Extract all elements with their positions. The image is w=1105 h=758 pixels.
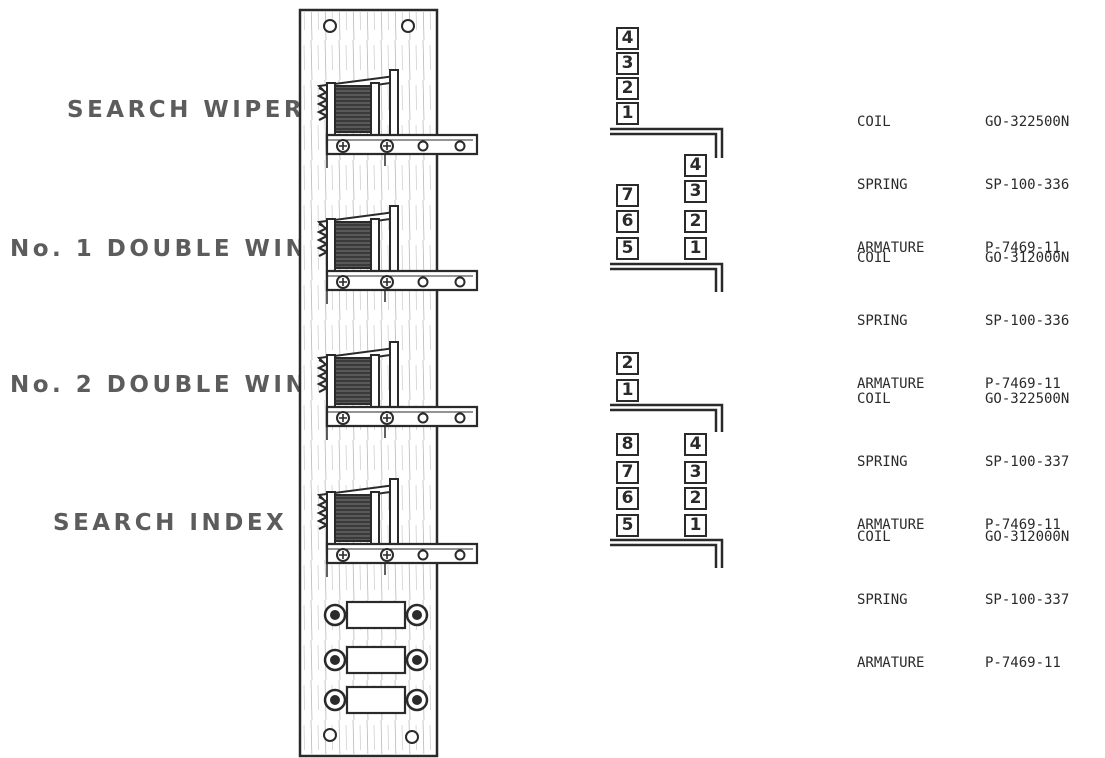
spec-block-double-win-1: COIL GO-312000N SPRING SP-100-336 ARMATURE… [857, 206, 1069, 416]
armature-part: P-7469-11 [985, 517, 1061, 533]
contact-number: 1 [616, 379, 639, 402]
relay-label-double-win-1: No. 1 DOUBLE WIN [10, 236, 309, 262]
coil-part: GO-322500N [985, 114, 1070, 130]
contact-number: 4 [684, 433, 707, 456]
contact-number: 4 [684, 154, 707, 177]
contact-number: 8 [616, 433, 639, 456]
contact-number: 6 [616, 487, 639, 510]
relay-double-win-2 [317, 340, 479, 442]
coil-label: COIL [857, 250, 891, 266]
contact-number: 1 [684, 237, 707, 260]
coil-label: COIL [857, 391, 891, 407]
mounting-hole [401, 19, 415, 33]
relay-search-wiper [317, 68, 479, 170]
relay-search-index [317, 477, 479, 579]
contact-number: 2 [684, 487, 707, 510]
resistor [323, 600, 429, 630]
resistor [323, 645, 429, 675]
mounting-hole [405, 730, 419, 744]
contact-number: 7 [616, 461, 639, 484]
armature-part: P-7469-11 [985, 655, 1061, 671]
spring-label: SPRING [857, 454, 908, 470]
armature-label: ARMATURE [857, 240, 925, 256]
contact-number: 2 [684, 210, 707, 233]
contact-number: 2 [616, 352, 639, 375]
spring-part: SP-100-336 [985, 177, 1070, 193]
mounting-hole [323, 728, 337, 742]
armature-label: ARMATURE [857, 376, 925, 392]
spec-block-search-index: COIL GO-312000N SPRING SP-100-337 ARMATURE… [857, 485, 1069, 695]
contact-number: 3 [684, 180, 707, 203]
contact-number: 5 [616, 514, 639, 537]
contact-number: 3 [616, 52, 639, 75]
relay-label-search-wiper: SEARCH WIPER [67, 97, 306, 123]
armature-label: ARMATURE [857, 517, 925, 533]
coil-label: COIL [857, 529, 891, 545]
coil-label: COIL [857, 114, 891, 130]
coil-part: GO-312000N [985, 529, 1070, 545]
armature-part: P-7469-11 [985, 376, 1061, 392]
contact-number: 3 [684, 461, 707, 484]
spec-block-search-wiper: COIL GO-322500N SPRING SP-100-336 ARMATURE… [857, 70, 1069, 280]
mounting-hole [323, 19, 337, 33]
contact-number: 1 [616, 102, 639, 125]
contact-brackets [610, 127, 724, 568]
coil-part: GO-322500N [985, 391, 1070, 407]
relay-double-win-1 [317, 204, 479, 306]
spring-part: SP-100-337 [985, 454, 1070, 470]
spring-part: SP-100-337 [985, 592, 1070, 608]
spec-block-double-win-2: COIL GO-322500N SPRING SP-100-337 ARMATURE… [857, 347, 1069, 557]
contact-number: 6 [616, 210, 639, 233]
spring-label: SPRING [857, 313, 908, 329]
resistor [323, 685, 429, 715]
spring-part: SP-100-336 [985, 313, 1070, 329]
spring-label: SPRING [857, 592, 908, 608]
contact-number: 4 [616, 27, 639, 50]
coil-part: GO-312000N [985, 250, 1070, 266]
contact-number: 1 [684, 514, 707, 537]
contact-number: 7 [616, 184, 639, 207]
relay-label-search-index: SEARCH INDEX [53, 510, 288, 536]
armature-part: P-7469-11 [985, 240, 1061, 256]
armature-label: ARMATURE [857, 655, 925, 671]
contact-number: 5 [616, 237, 639, 260]
contact-number: 2 [616, 77, 639, 100]
spring-label: SPRING [857, 177, 908, 193]
relay-label-double-win-2: No. 2 DOUBLE WIN [10, 372, 309, 398]
